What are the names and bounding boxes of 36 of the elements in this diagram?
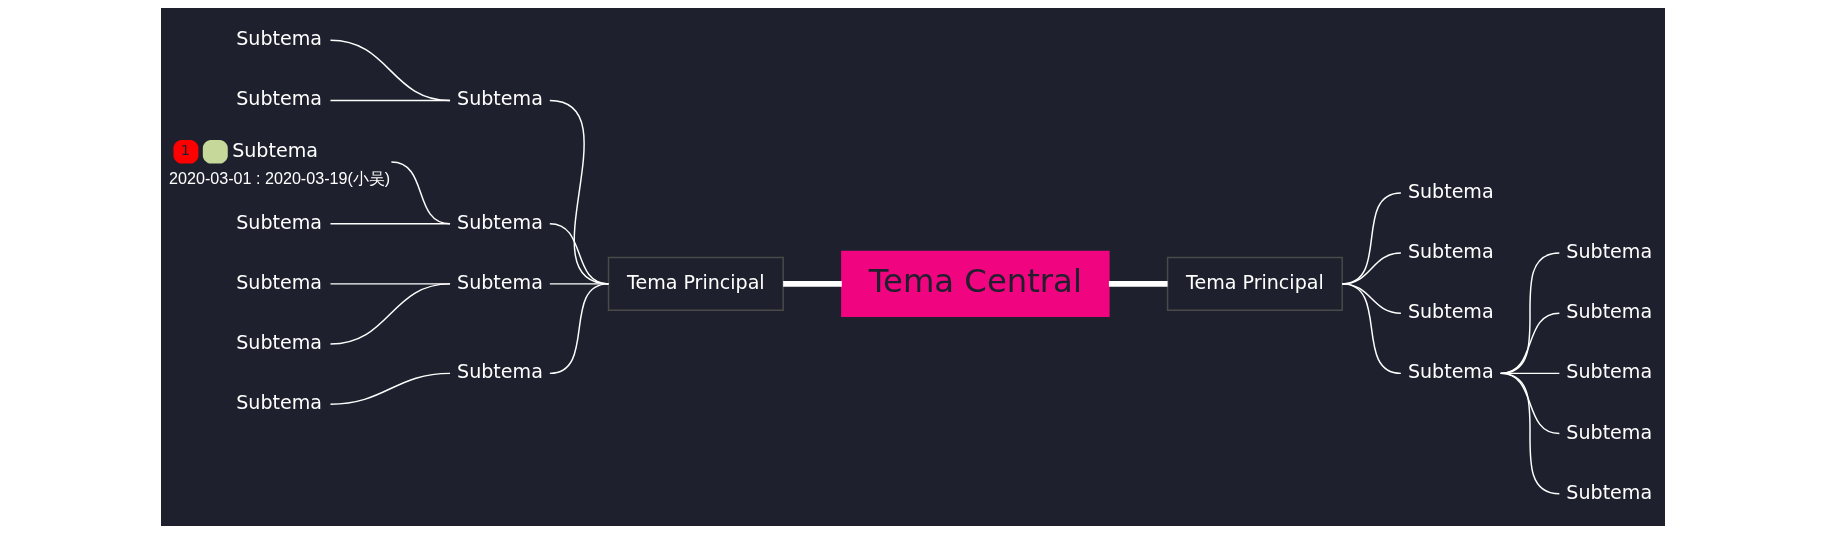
- connector: [1341, 283, 1402, 375]
- node-text: Subtema: [1407, 240, 1494, 263]
- node-text: Subtema: [1407, 360, 1494, 383]
- node-text: Subtema: [457, 360, 543, 383]
- node-text: Subtema: [236, 210, 322, 233]
- node-box: Tema Central: [841, 250, 1110, 317]
- connector: [1499, 252, 1561, 375]
- node-box: Tema Principal: [1166, 256, 1343, 312]
- node-text: Subtema: [236, 391, 322, 414]
- node-label: Subtema: [232, 138, 318, 161]
- connector: [549, 283, 610, 375]
- node-text: Subtema: [1566, 420, 1653, 443]
- node-text: Subtema: [1566, 480, 1653, 503]
- node-text: Subtema: [236, 331, 322, 354]
- node-text: Subtema: [457, 87, 543, 110]
- node-box: Tema Principal: [607, 256, 784, 312]
- node-text: Subtema: [1566, 300, 1653, 323]
- node-text: Subtema: [1566, 360, 1653, 383]
- connector: [1499, 312, 1561, 375]
- node-text: Subtema: [1566, 240, 1653, 263]
- connector: [783, 280, 842, 287]
- connector: [329, 222, 451, 225]
- connector: [329, 99, 451, 102]
- node-text: Subtema: [1407, 179, 1494, 202]
- node-text: Subtema: [236, 87, 322, 110]
- node-text: Subtema: [1407, 300, 1494, 323]
- node-text: Subtema: [457, 270, 543, 293]
- connector: [329, 283, 451, 345]
- connector: [329, 39, 451, 102]
- node-text: Subtema: [457, 210, 543, 233]
- node-label: 2020-03-01 : 2020-03-19(小吴): [169, 168, 391, 187]
- connector: [329, 372, 451, 405]
- connector: [1499, 372, 1561, 495]
- connector: [1108, 280, 1168, 287]
- node-text: Subtema: [236, 270, 322, 293]
- node-text: Subtema: [236, 27, 322, 50]
